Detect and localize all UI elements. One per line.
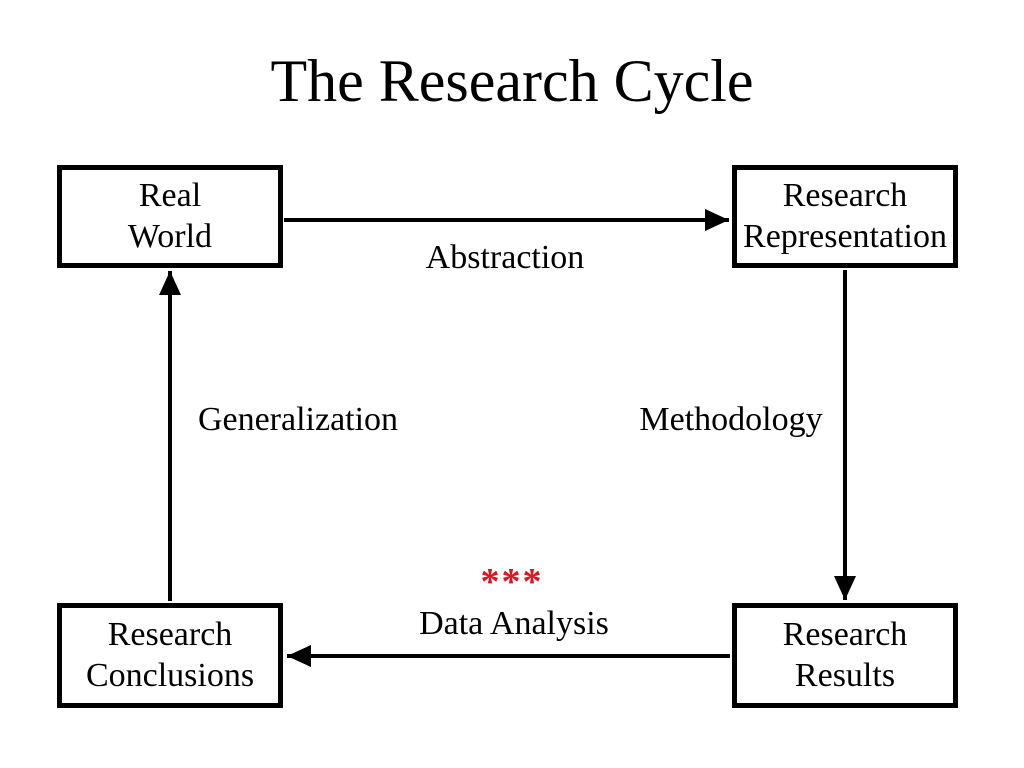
edge-label-abstraction: Abstraction — [425, 239, 585, 276]
edge-label-methodology: Methodology — [639, 401, 823, 438]
box-research-conclusions: Research Conclusions — [57, 603, 283, 708]
edge-label-data-analysis: Data Analysis — [419, 605, 609, 642]
slide-title: The Research Cycle — [270, 48, 754, 114]
box-real-world-label: Real World — [127, 176, 213, 255]
box-research-conclusions-label: Research Conclusions — [85, 615, 255, 694]
box-research-representation-label: Research Representation — [743, 176, 947, 255]
annotation-asterisks: *** — [480, 561, 544, 603]
box-research-representation: Research Representation — [732, 165, 958, 268]
box-research-results-label: Research Results — [782, 615, 908, 694]
edge-label-generalization: Generalization — [197, 401, 399, 438]
box-research-results: Research Results — [732, 603, 958, 708]
box-real-world: Real World — [57, 165, 283, 268]
